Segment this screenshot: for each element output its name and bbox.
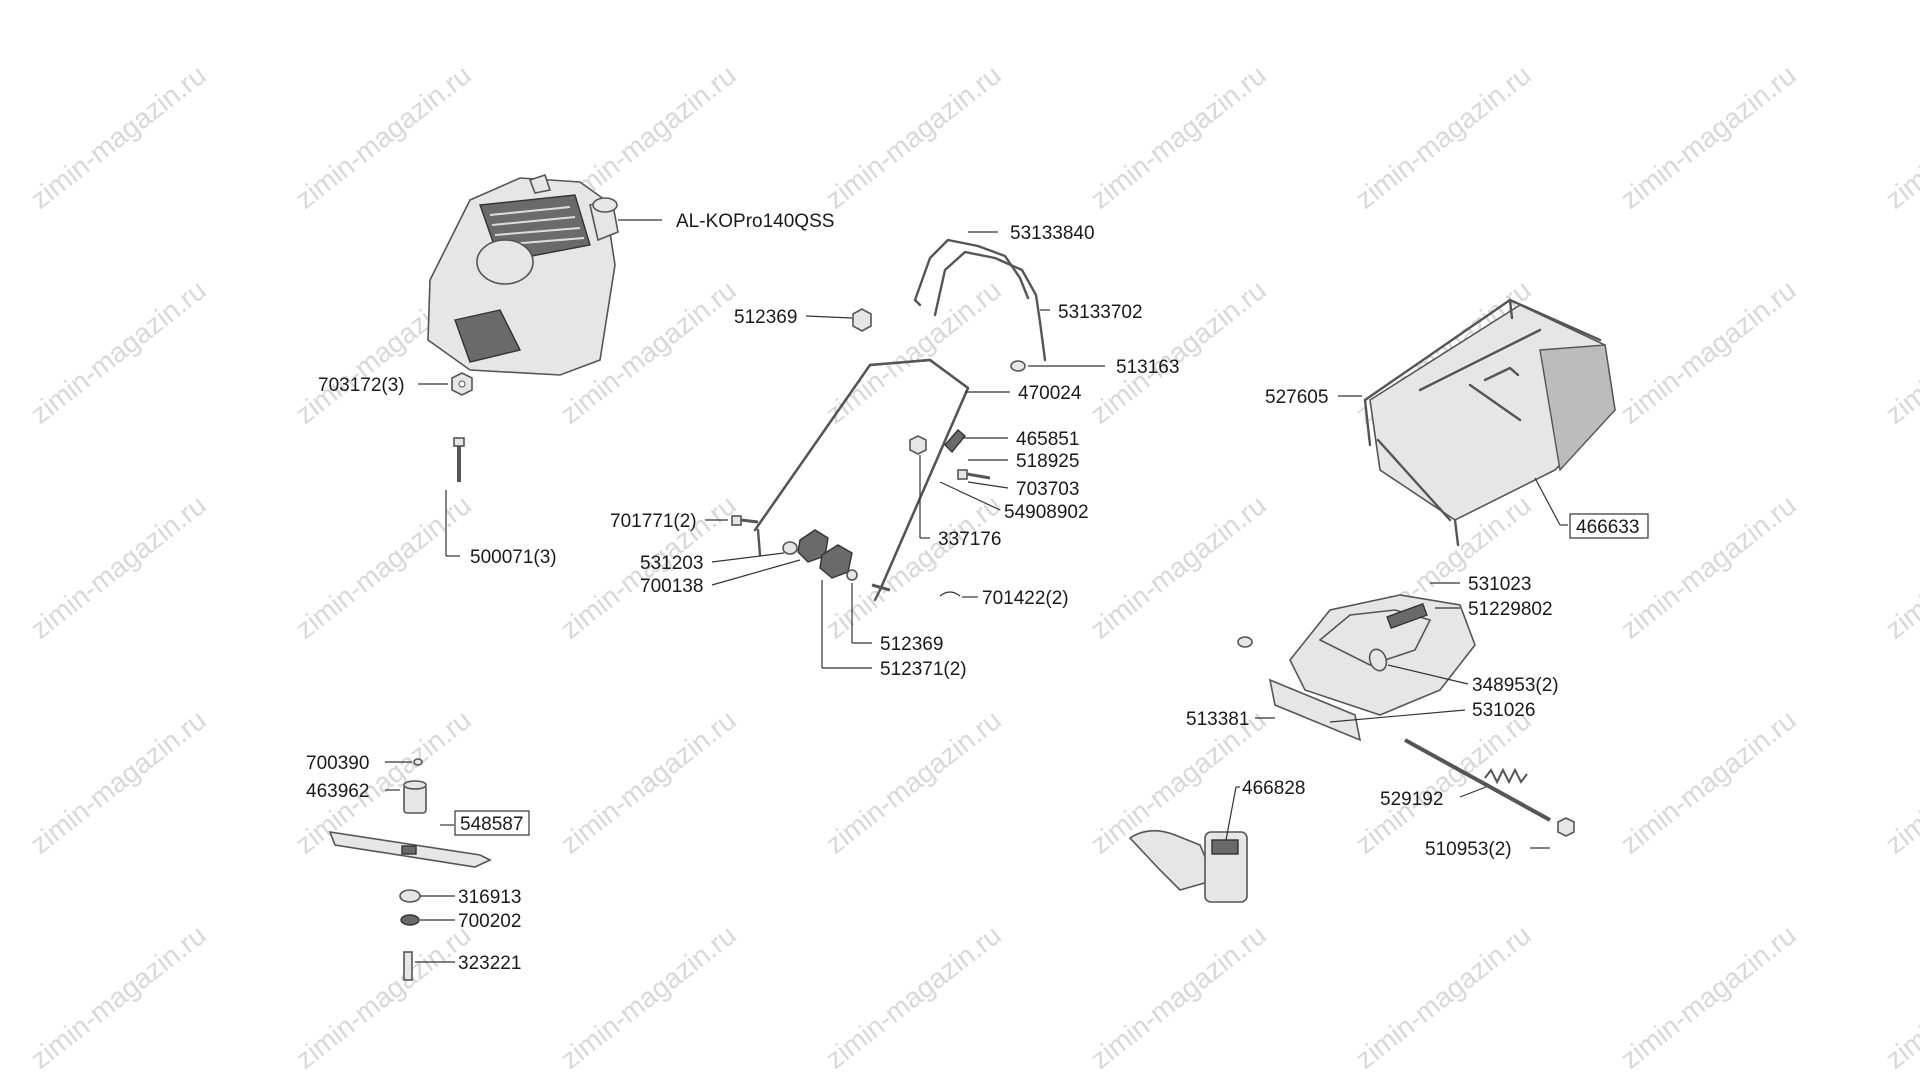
label-529192: 529192: [1380, 789, 1443, 810]
bolt-lower: [871, 583, 891, 592]
label-518925: 518925: [1016, 451, 1079, 472]
label-531203: 531203: [640, 553, 703, 574]
watermark-text: zimin-magazin.ru: [25, 274, 212, 430]
label-470024: 470024: [1018, 383, 1082, 404]
label-337176: 337176: [938, 529, 1001, 550]
watermark-text: zimin-magazin.ru: [1615, 704, 1802, 860]
label-53133702: 53133702: [1058, 302, 1143, 323]
watermark-text: zimin-magazin.ru: [1615, 59, 1802, 215]
label-box-466633: [1569, 513, 1649, 539]
watermark-text: zimin-magazin.ru: [1880, 704, 1920, 860]
watermark-text: zimin-magazin.ru: [25, 489, 212, 645]
watermark-text: zimin-magazin.ru: [1085, 59, 1272, 215]
label-513381: 513381: [1186, 709, 1249, 730]
bolt-500071: [453, 437, 465, 482]
grass-bag-drawing: [1363, 298, 1616, 547]
bolt-701771: [731, 515, 759, 526]
nut-512369-top: [852, 308, 872, 332]
label-box-548587: [454, 810, 530, 836]
label-700138: 700138: [640, 576, 703, 597]
watermark-text: zimin-magazin.ru: [1880, 489, 1920, 645]
watermark-text: zimin-magazin.ru: [25, 919, 212, 1075]
watermark-text: zimin-magazin.ru: [555, 704, 742, 860]
watermark-text: zimin-magazin.ru: [820, 704, 1007, 860]
watermark-text: zimin-magazin.ru: [25, 59, 212, 215]
label-500071: 500071(3): [470, 547, 557, 568]
label-512371: 512371(2): [880, 659, 967, 680]
label-466828: 466828: [1242, 778, 1305, 799]
label-703172: 703172(3): [318, 375, 405, 396]
label-463962: 463962: [306, 781, 369, 802]
deflector-drawing: [1237, 594, 1476, 742]
nut-703172: [451, 372, 473, 396]
washer-513163: [1010, 360, 1026, 372]
label-510953: 510953(2): [1425, 839, 1512, 860]
label-512369-bottom: 512369: [880, 634, 943, 655]
watermark-text: zimin-magazin.ru: [820, 59, 1007, 215]
main-handle-drawing: [753, 358, 970, 602]
label-465851: 465851: [1016, 429, 1079, 450]
label-531026: 531026: [1472, 700, 1535, 721]
label-316913: 316913: [458, 887, 521, 908]
label-512369-top: 512369: [734, 307, 797, 328]
watermark-text: zimin-magazin.ru: [555, 919, 742, 1075]
watermark-text: zimin-magazin.ru: [25, 704, 212, 860]
engine-drawing: [427, 173, 619, 376]
spring-rod-drawing: [1404, 738, 1575, 837]
label-701422: 701422(2): [982, 588, 1069, 609]
label-703703: 703703: [1016, 479, 1079, 500]
watermark-text: zimin-magazin.ru: [1085, 489, 1272, 645]
watermark-text: zimin-magazin.ru: [1350, 919, 1537, 1075]
watermark-text: zimin-magazin.ru: [1085, 919, 1272, 1075]
washer-512369-bottom: [846, 569, 858, 581]
label-53133840: 53133840: [1010, 223, 1095, 244]
label-700390: 700390: [306, 753, 369, 774]
label-701771: 701771(2): [610, 511, 697, 532]
blade-drawing: [328, 758, 492, 981]
watermark-text: zimin-magazin.ru: [1350, 59, 1537, 215]
watermark-text: zimin-magazin.ru: [820, 274, 1007, 430]
label-513163: 513163: [1116, 357, 1179, 378]
nut-518925: [909, 435, 927, 455]
washer-531203: [782, 541, 798, 555]
watermark-layer: zimin-magazin.ru zimin-magazin.ru zimin-ma…: [25, 59, 1920, 1075]
watermark-text: zimin-magazin.ru: [1880, 274, 1920, 430]
watermark-text: zimin-magazin.ru: [1880, 919, 1920, 1075]
bolt-703703: [957, 469, 991, 480]
cable-clip-465851: [944, 429, 966, 454]
watermark-text: zimin-magazin.ru: [1615, 489, 1802, 645]
watermark-text: zimin-magazin.ru: [1085, 274, 1272, 430]
label-466633: 466633: [1576, 517, 1639, 538]
label-527605: 527605: [1265, 387, 1328, 408]
knob-700138: [797, 529, 853, 579]
watermark-text: zimin-magazin.ru: [1615, 919, 1802, 1075]
upper-bracket-drawing: [913, 238, 1047, 362]
watermark-text: zimin-magazin.ru: [820, 919, 1007, 1075]
clip-701422: [939, 591, 961, 597]
watermark-text: zimin-magazin.ru: [290, 919, 477, 1075]
label-548587: 548587: [460, 814, 523, 835]
watermark-text: zimin-magazin.ru: [1880, 59, 1920, 215]
label-531023: 531023: [1468, 574, 1531, 595]
label-54908902: 54908902: [1004, 502, 1089, 523]
flap-466828: [1128, 829, 1248, 903]
label-engine: AL-KOPro140QSS: [676, 211, 834, 232]
label-51229802: 51229802: [1468, 599, 1553, 620]
watermark-text: zimin-magazin.ru: [1615, 274, 1802, 430]
watermark-text: zimin-magazin.ru: [290, 59, 477, 215]
label-323221: 323221: [458, 953, 521, 974]
label-700202: 700202: [458, 911, 521, 932]
label-348953: 348953(2): [1472, 675, 1559, 696]
watermark-text: zimin-magazin.ru: [290, 489, 477, 645]
